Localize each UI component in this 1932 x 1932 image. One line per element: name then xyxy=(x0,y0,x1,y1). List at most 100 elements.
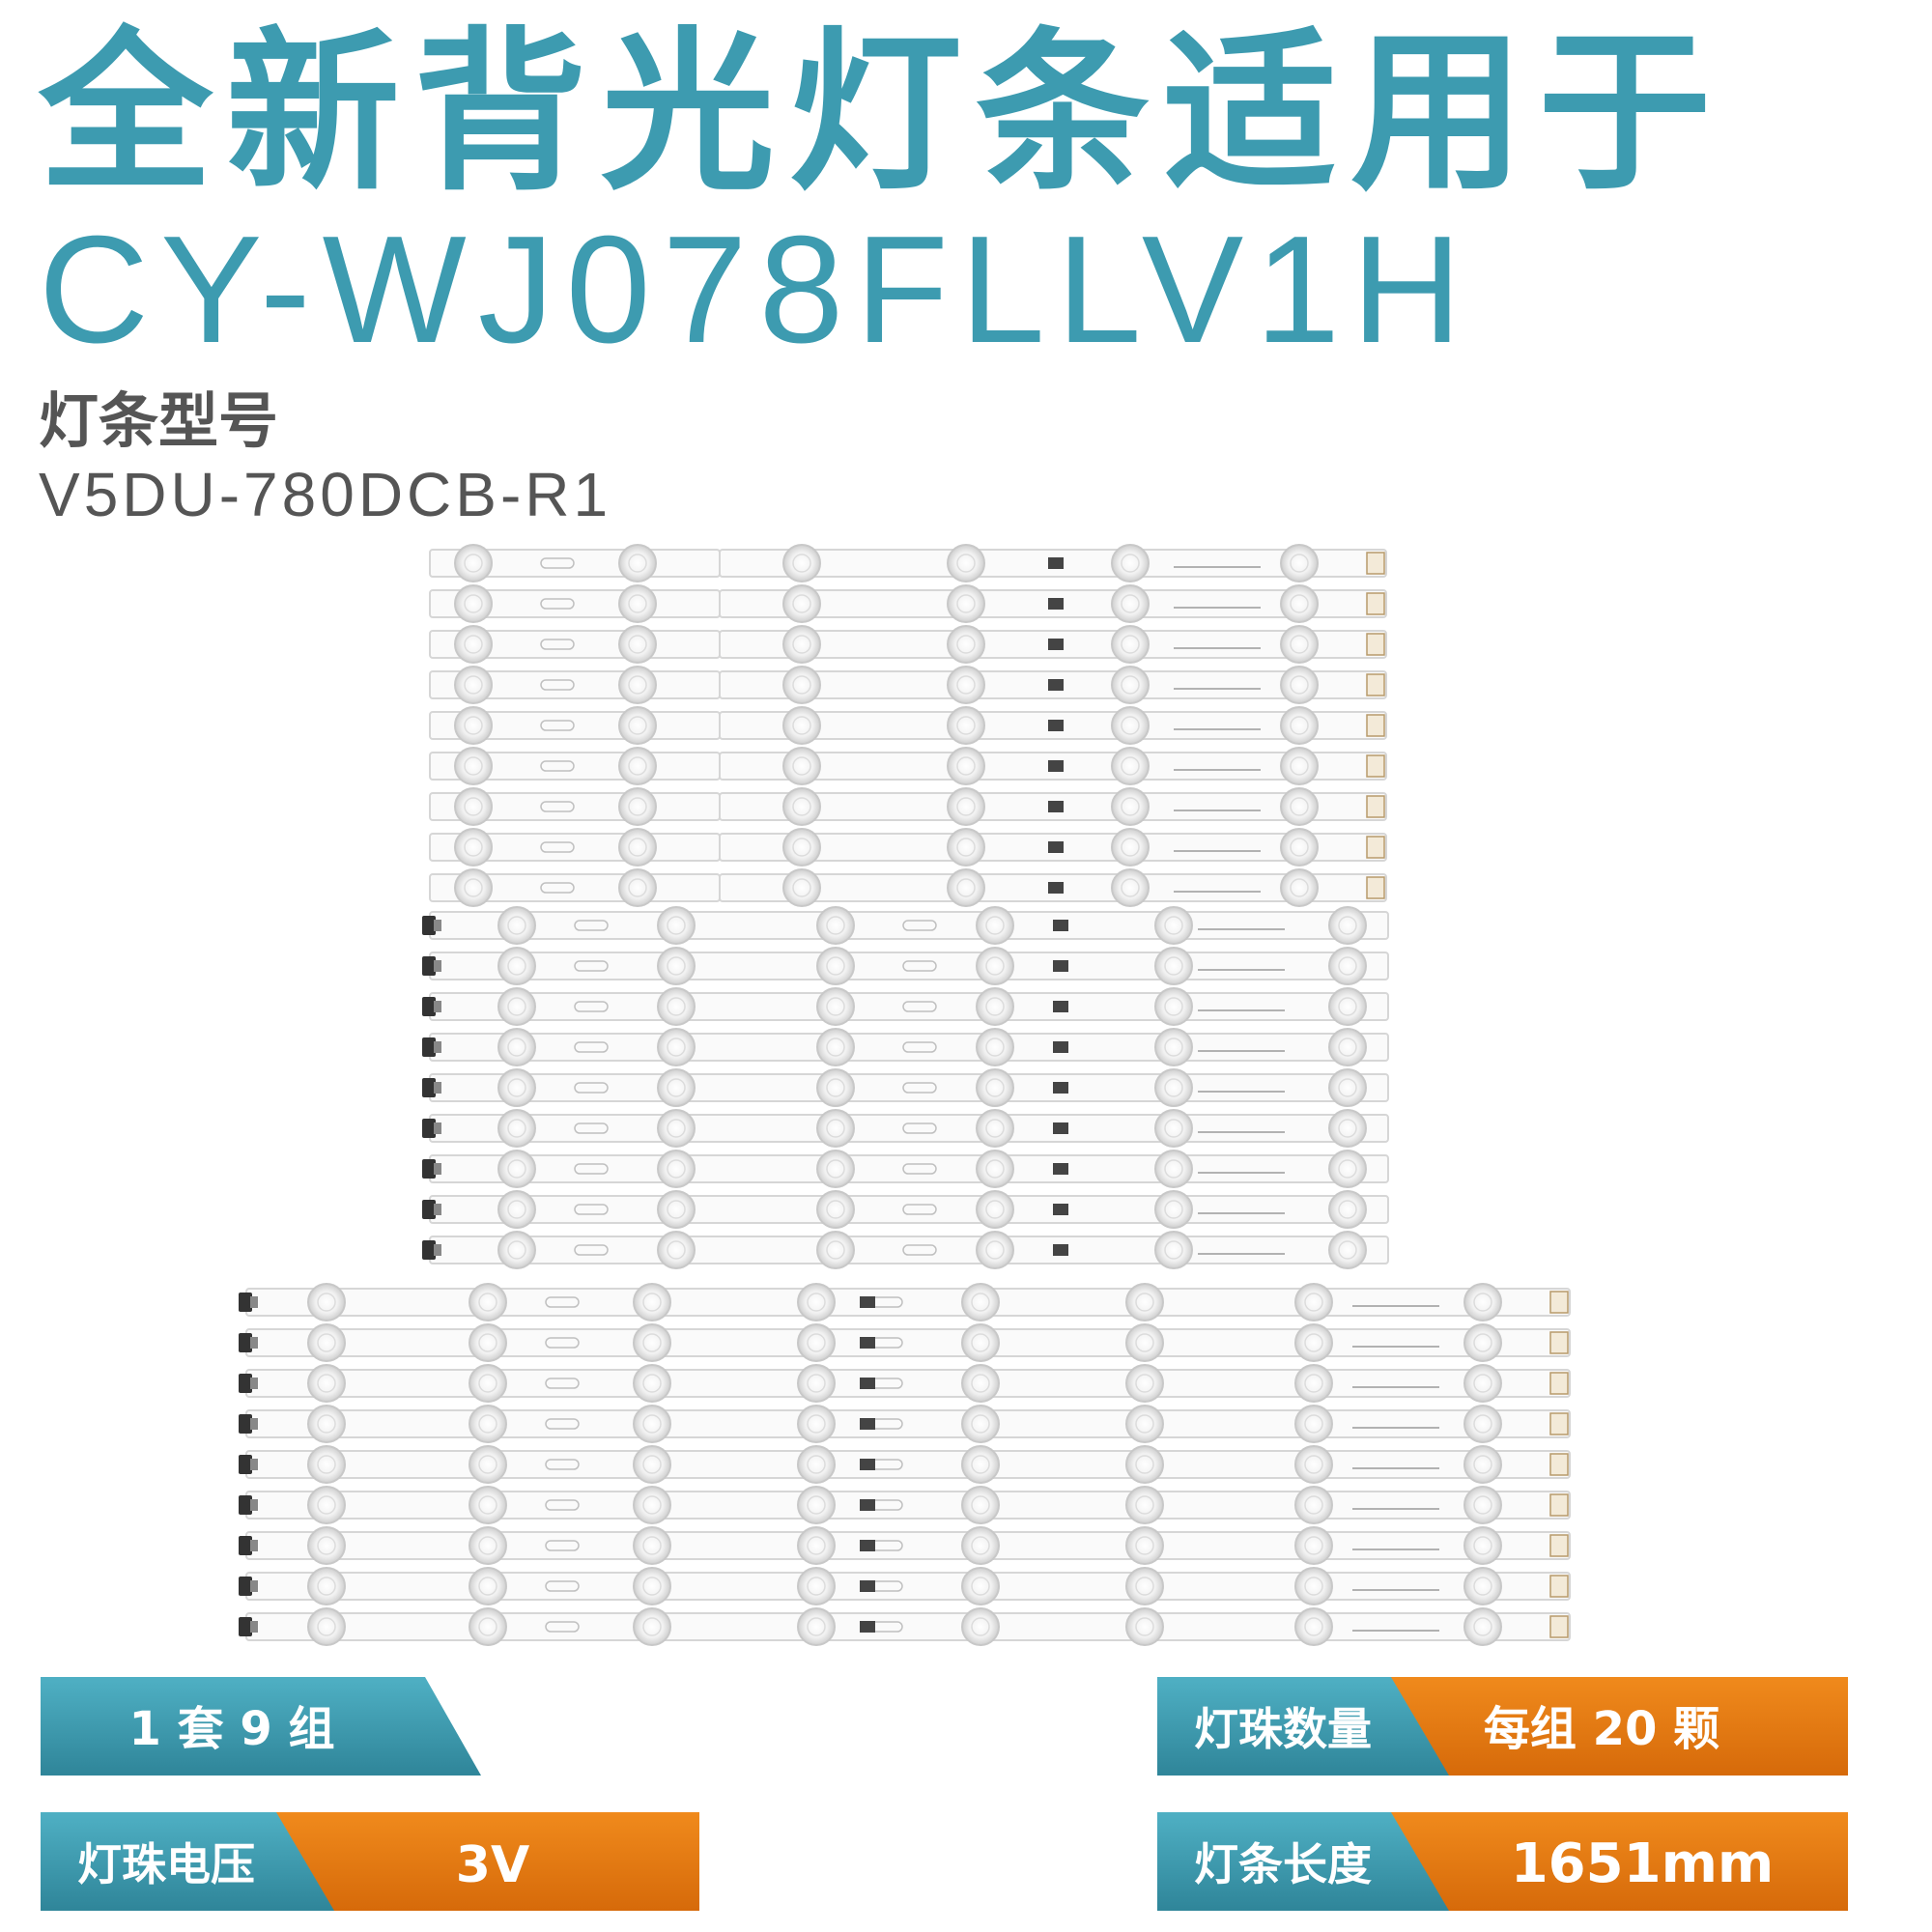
led-strip xyxy=(719,584,1387,623)
led-bead xyxy=(1294,1486,1333,1524)
led-bead xyxy=(633,1567,671,1605)
led-bead xyxy=(1111,544,1150,582)
led-bead xyxy=(782,625,821,664)
led-bead xyxy=(1154,1068,1193,1107)
led-bead xyxy=(1280,544,1319,582)
led-bead xyxy=(469,1283,507,1321)
led-bead xyxy=(657,1028,696,1066)
led-bead xyxy=(618,584,657,623)
length-label: 灯条长度 xyxy=(1194,1838,1372,1890)
led-strip xyxy=(239,1364,1571,1403)
led-bead xyxy=(618,747,657,785)
led-bead xyxy=(1154,1190,1193,1229)
led-bead xyxy=(961,1486,1000,1524)
led-bead xyxy=(1328,1150,1367,1188)
led-strip xyxy=(239,1323,1571,1362)
led-bead xyxy=(618,544,657,582)
led-count-badge: 灯珠数量 每组 20 颗 xyxy=(1157,1677,1848,1776)
led-bead xyxy=(1280,625,1319,664)
led-bead xyxy=(976,1028,1014,1066)
led-bead xyxy=(1463,1486,1502,1524)
led-strip xyxy=(429,544,734,582)
led-bead xyxy=(469,1567,507,1605)
led-bead xyxy=(1111,787,1150,826)
led-bead xyxy=(1328,1231,1367,1269)
led-strip xyxy=(719,747,1387,785)
led-strip xyxy=(239,1283,1571,1321)
led-bead xyxy=(1125,1323,1164,1362)
led-bead xyxy=(816,1109,855,1148)
led-bead xyxy=(797,1567,836,1605)
led-bead xyxy=(1280,666,1319,704)
led-bead xyxy=(1111,747,1150,785)
led-bead xyxy=(1294,1567,1333,1605)
led-bead xyxy=(816,1190,855,1229)
led-bead xyxy=(497,1028,536,1066)
led-bead xyxy=(816,947,855,985)
led-strip xyxy=(422,987,1389,1026)
led-bead xyxy=(961,1445,1000,1484)
led-bead xyxy=(961,1567,1000,1605)
led-bead xyxy=(797,1445,836,1484)
led-strip xyxy=(429,787,734,826)
led-bead xyxy=(797,1323,836,1362)
length-value: 1651mm xyxy=(1511,1833,1775,1895)
led-bead xyxy=(1111,584,1150,623)
led-bead xyxy=(454,706,493,745)
led-bead xyxy=(633,1445,671,1484)
led-bead xyxy=(633,1405,671,1443)
led-bead xyxy=(497,1190,536,1229)
led-bead xyxy=(1280,828,1319,867)
led-bead xyxy=(1280,747,1319,785)
led-bead xyxy=(307,1526,346,1565)
set-count-text: 1 套 9 组 xyxy=(129,1702,335,1756)
led-bead xyxy=(618,828,657,867)
led-bead xyxy=(1111,625,1150,664)
led-bead xyxy=(1125,1486,1164,1524)
led-bead xyxy=(1280,584,1319,623)
led-bead xyxy=(816,906,855,945)
led-bead xyxy=(782,747,821,785)
led-bead xyxy=(976,987,1014,1026)
led-strip xyxy=(422,906,1389,945)
led-bead xyxy=(816,987,855,1026)
led-bead xyxy=(947,828,985,867)
led-bead xyxy=(976,1231,1014,1269)
led-strip xyxy=(239,1526,1571,1565)
led-bead xyxy=(657,987,696,1026)
led-bead xyxy=(1125,1445,1164,1484)
voltage-badge: 灯珠电压 3V xyxy=(41,1812,699,1911)
led-strip xyxy=(239,1405,1571,1443)
led-bead xyxy=(633,1283,671,1321)
led-bead xyxy=(1125,1405,1164,1443)
led-bead xyxy=(947,584,985,623)
led-bead xyxy=(307,1445,346,1484)
led-bead xyxy=(961,1283,1000,1321)
led-bead xyxy=(947,787,985,826)
led-strip xyxy=(719,544,1387,582)
led-bead xyxy=(633,1323,671,1362)
led-bead xyxy=(469,1323,507,1362)
led-bead xyxy=(1294,1364,1333,1403)
led-bead xyxy=(1463,1323,1502,1362)
led-bead xyxy=(961,1323,1000,1362)
set-count-badge: 1 套 9 组 xyxy=(41,1677,481,1776)
led-bead xyxy=(1125,1526,1164,1565)
led-bead xyxy=(1463,1567,1502,1605)
led-bead xyxy=(454,787,493,826)
led-bead xyxy=(1294,1526,1333,1565)
led-bead xyxy=(1111,666,1150,704)
led-strip xyxy=(422,947,1389,985)
led-bead xyxy=(657,1190,696,1229)
led-bead xyxy=(1294,1405,1333,1443)
led-bead xyxy=(1328,1190,1367,1229)
led-bead xyxy=(469,1364,507,1403)
led-strip xyxy=(719,828,1387,867)
led-bead xyxy=(1125,1607,1164,1646)
led-strip xyxy=(239,1445,1571,1484)
led-strip xyxy=(422,1190,1389,1229)
led-bead xyxy=(618,625,657,664)
voltage-value: 3V xyxy=(456,1836,529,1894)
led-strip xyxy=(239,1567,1571,1605)
led-bead xyxy=(782,666,821,704)
